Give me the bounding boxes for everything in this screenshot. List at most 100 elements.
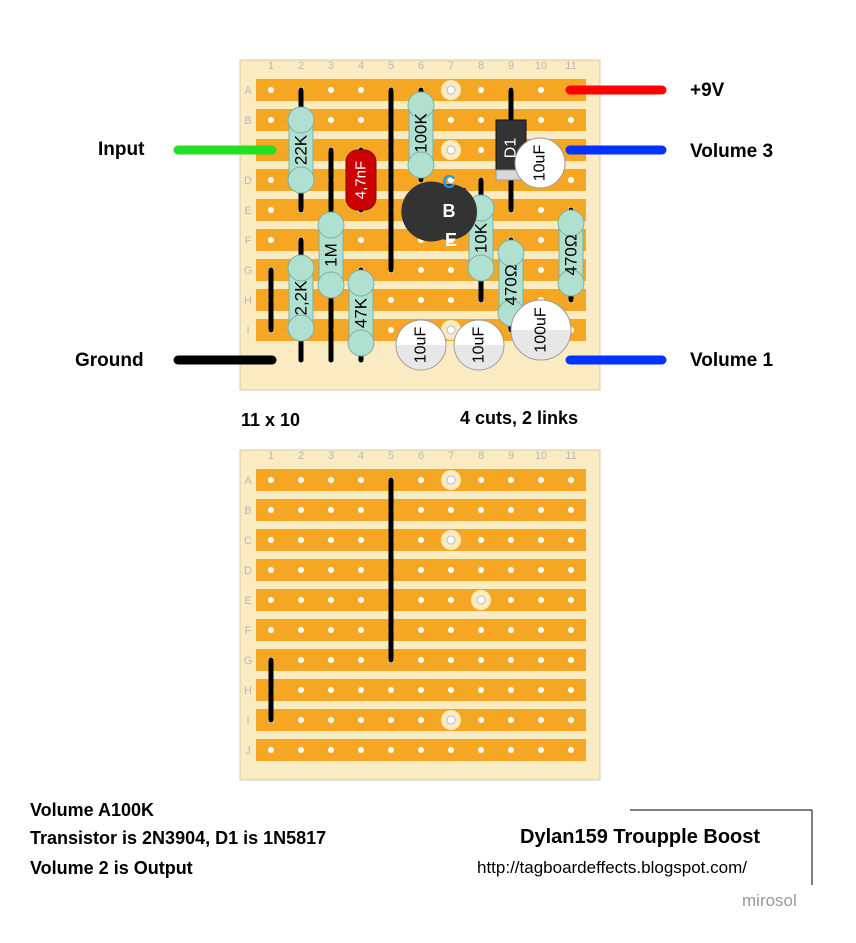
hole — [538, 207, 544, 213]
hole — [418, 717, 424, 723]
hole — [478, 117, 484, 123]
hole — [538, 87, 544, 93]
hole — [418, 687, 424, 693]
hole — [568, 177, 574, 183]
hole — [328, 567, 334, 573]
hole — [478, 87, 484, 93]
row-label: I — [246, 325, 249, 337]
column-label: 8 — [478, 450, 484, 462]
blog-url[interactable]: http://tagboardeffects.blogspot.com/ — [477, 858, 747, 877]
transistor-emitter-label: E — [445, 230, 457, 250]
column-label: 6 — [418, 450, 424, 462]
board-size: 11 x 10 — [241, 410, 301, 430]
hole — [418, 537, 424, 543]
capacitor-100uf-label: 100uF — [533, 307, 550, 353]
hole — [418, 627, 424, 633]
hole — [358, 627, 364, 633]
capacitor-4n7: 4,7nF — [345, 149, 377, 211]
hole — [478, 537, 484, 543]
resistor-22k: 22K — [287, 106, 315, 194]
hole — [418, 267, 424, 273]
hole — [508, 687, 514, 693]
hole — [328, 687, 334, 693]
hole — [538, 627, 544, 633]
column-label: 2 — [298, 60, 304, 72]
column-label: 5 — [388, 450, 394, 462]
hole — [568, 717, 574, 723]
hole — [508, 747, 514, 753]
hole — [538, 507, 544, 513]
row-label: C — [244, 535, 252, 547]
hole — [418, 297, 424, 303]
hole — [328, 597, 334, 603]
hole — [508, 537, 514, 543]
hole — [298, 717, 304, 723]
hole — [388, 717, 394, 723]
project-title: Dylan159 Troupple Boost — [520, 826, 761, 848]
hole — [328, 87, 334, 93]
label-volume-1: Volume 1 — [690, 350, 774, 371]
hole — [298, 687, 304, 693]
capacitor-10uf-a-label: 10uF — [532, 145, 549, 182]
column-label: 9 — [508, 450, 514, 462]
hole — [478, 477, 484, 483]
bottom-links — [268, 477, 394, 723]
resistor-2k2-label: 2,2K — [292, 280, 311, 316]
row-label: F — [245, 235, 252, 247]
hole — [358, 477, 364, 483]
hole — [448, 267, 454, 273]
hole — [568, 627, 574, 633]
hole — [478, 627, 484, 633]
hole — [448, 567, 454, 573]
hole — [298, 627, 304, 633]
hole — [328, 657, 334, 663]
hole — [328, 747, 334, 753]
hole — [358, 657, 364, 663]
hole — [268, 117, 274, 123]
hole — [538, 747, 544, 753]
hole — [328, 477, 334, 483]
column-label: 3 — [328, 60, 334, 72]
column-label: 2 — [298, 450, 304, 462]
row-label: E — [244, 205, 251, 217]
hole — [538, 597, 544, 603]
column-label: 7 — [448, 450, 454, 462]
hole — [448, 747, 454, 753]
hole — [328, 717, 334, 723]
column-label: 1 — [268, 450, 274, 462]
hole — [568, 567, 574, 573]
hole — [418, 477, 424, 483]
capacitor-100uf: 100uF — [510, 299, 572, 361]
hole — [358, 537, 364, 543]
hole — [538, 537, 544, 543]
hole — [568, 507, 574, 513]
author: mirosol — [742, 891, 797, 910]
hole — [328, 117, 334, 123]
hole — [478, 147, 484, 153]
row-label: I — [246, 715, 249, 727]
resistor-100k: 100K — [407, 91, 435, 179]
hole — [358, 237, 364, 243]
resistor-47k-label: 47K — [352, 297, 371, 328]
row-label: H — [244, 295, 252, 307]
hole — [418, 507, 424, 513]
hole — [478, 567, 484, 573]
hole — [478, 747, 484, 753]
row-label: A — [244, 475, 252, 487]
hole — [508, 477, 514, 483]
hole — [418, 567, 424, 573]
hole — [448, 177, 454, 183]
hole — [358, 117, 364, 123]
column-label: 10 — [535, 450, 547, 462]
resistor-1m-label: 1M — [322, 243, 341, 267]
column-label: 11 — [565, 450, 576, 462]
note-volume: Volume A100K — [30, 800, 155, 820]
hole — [538, 237, 544, 243]
note-transistor: Transistor is 2N3904, D1 is 1N5817 — [30, 828, 327, 848]
hole — [298, 537, 304, 543]
row-label: B — [244, 505, 251, 517]
